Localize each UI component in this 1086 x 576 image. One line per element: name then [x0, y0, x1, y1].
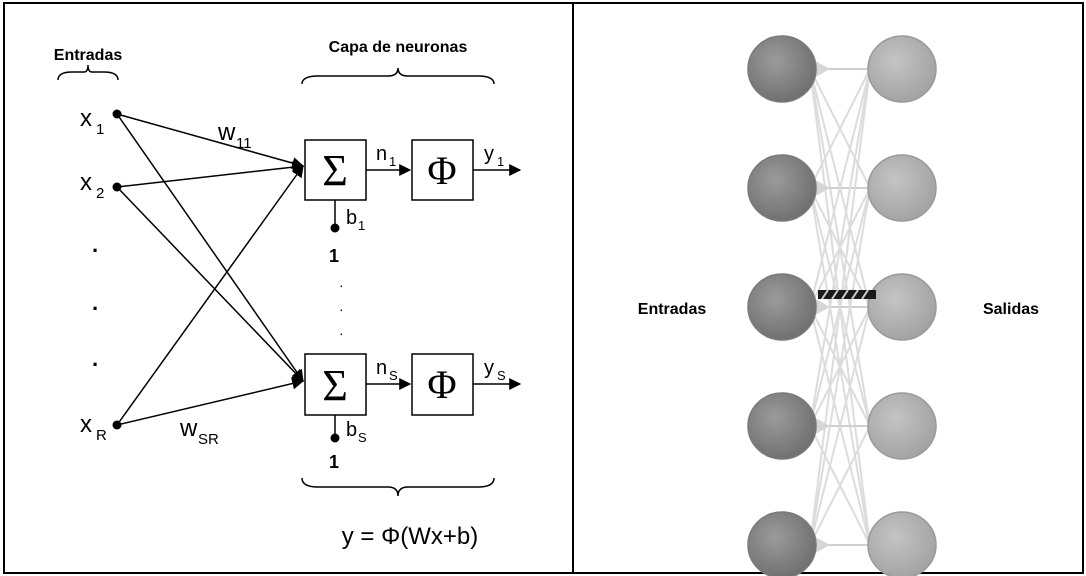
right-panel: Entradas Salidas [638, 35, 1039, 576]
connection-arrow [116, 161, 305, 188]
svg-text:x: x [80, 105, 92, 132]
input-neuron-node [747, 511, 817, 576]
bias-node [330, 223, 340, 233]
svg-text:w: w [179, 415, 198, 442]
svg-text:b: b [346, 419, 357, 441]
output-label-ys: y S [484, 357, 506, 383]
network-connection-line [809, 68, 871, 189]
inputs-brace [57, 64, 119, 81]
svg-text:b: b [346, 207, 357, 229]
output-neuron-node [867, 154, 937, 222]
layer-top-brace [301, 67, 495, 85]
bias-input-value: 1 [329, 246, 339, 266]
neuron-s: Σ n S Φ y S b S 1 [304, 353, 522, 472]
svg-text:y: y [484, 357, 494, 379]
summation-block [304, 139, 367, 201]
network-connection-line [809, 68, 871, 308]
output-label-y1: y 1 [484, 143, 504, 169]
weight-label-wsr: w SR [179, 415, 219, 448]
svg-text:2: 2 [96, 185, 104, 202]
svg-text:n: n [376, 357, 387, 379]
left-panel: Entradas Capa de neuronas x 1 x 2 · · · … [54, 39, 522, 550]
neuron-ellipsis-dot: · [339, 325, 344, 341]
sigma-symbol: Σ [322, 361, 348, 410]
phi-symbol: Φ [427, 148, 456, 193]
network-connection-line [809, 425, 871, 546]
input-neuron-node [747, 35, 817, 103]
svg-text:1: 1 [96, 121, 104, 138]
input-label-x2: x 2 [80, 169, 104, 202]
input-ellipsis-dot: · [92, 296, 99, 321]
connection-arrowhead [812, 416, 830, 436]
net-label-n1: n 1 [376, 143, 396, 169]
connection-arrowhead [812, 178, 830, 198]
output-neuron-node [867, 511, 937, 576]
svg-text:R: R [96, 427, 107, 444]
connection-arrow [116, 165, 304, 426]
input-neuron-node [747, 154, 817, 222]
svg-text:S: S [389, 368, 398, 383]
activation-block [411, 353, 474, 416]
neuron-ellipsis-dot: · [339, 277, 344, 293]
connection-arrow [116, 113, 305, 169]
center-hatch-mark [818, 289, 876, 300]
svg-text:w: w [217, 119, 236, 146]
svg-text:11: 11 [236, 135, 252, 152]
network-connection-line [809, 187, 871, 546]
svg-text:y: y [484, 143, 494, 165]
connection-arrowhead [812, 535, 830, 555]
outputs-side-label: Salidas [983, 301, 1039, 318]
output-equation: y = Φ(Wx+b) [342, 523, 479, 550]
connection-arrowhead [812, 59, 830, 79]
svg-text:1: 1 [389, 154, 396, 169]
input-ellipsis-dot: · [92, 352, 99, 377]
bias-node [330, 433, 340, 443]
sigma-symbol: Σ [322, 146, 348, 195]
weight-label-w11: w 11 [217, 119, 252, 152]
neuron-1: Σ n 1 Φ y 1 b 1 1 [304, 139, 522, 266]
output-neuron-node [867, 273, 937, 341]
output-neuron-node [867, 392, 937, 460]
network-connections [809, 59, 871, 555]
connection-arrow [116, 113, 304, 382]
input-ellipsis-dot: · [92, 238, 99, 263]
input-neuron-node [747, 273, 817, 341]
summation-block [304, 353, 367, 416]
svg-text:1: 1 [358, 218, 365, 233]
input-neuron-node [747, 392, 817, 460]
svg-text:S: S [358, 430, 367, 445]
input-label-x1: x 1 [80, 105, 104, 138]
connection-arrow [116, 186, 304, 382]
bias-label-bs: b S [346, 419, 367, 445]
svg-text:S: S [497, 368, 506, 383]
figure-border [3, 2, 1084, 574]
bias-label-b1: b 1 [346, 207, 365, 233]
inputs-side-label: Entradas [638, 301, 707, 318]
svg-text:1: 1 [497, 154, 504, 169]
svg-text:n: n [376, 143, 387, 165]
input-label-xr: x R [80, 411, 107, 444]
network-connection-line [809, 68, 871, 546]
net-label-ns: n S [376, 357, 398, 383]
output-neuron-node [867, 35, 937, 103]
activation-block [411, 139, 474, 201]
svg-text:SR: SR [198, 431, 219, 448]
network-connection-line [809, 306, 871, 546]
network-nodes [747, 35, 937, 576]
layer-bottom-brace [301, 477, 495, 497]
svg-text:x: x [80, 169, 92, 196]
bias-input-value: 1 [329, 452, 339, 472]
neuron-ellipsis-dot: · [339, 301, 344, 317]
phi-symbol: Φ [427, 362, 456, 407]
network-connection-line [809, 68, 871, 427]
connection-arrowhead [812, 297, 830, 317]
layer-heading: Capa de neuronas [329, 39, 468, 56]
inputs-heading: Entradas [54, 47, 123, 64]
svg-text:x: x [80, 411, 92, 438]
connection-arrow [116, 377, 305, 426]
